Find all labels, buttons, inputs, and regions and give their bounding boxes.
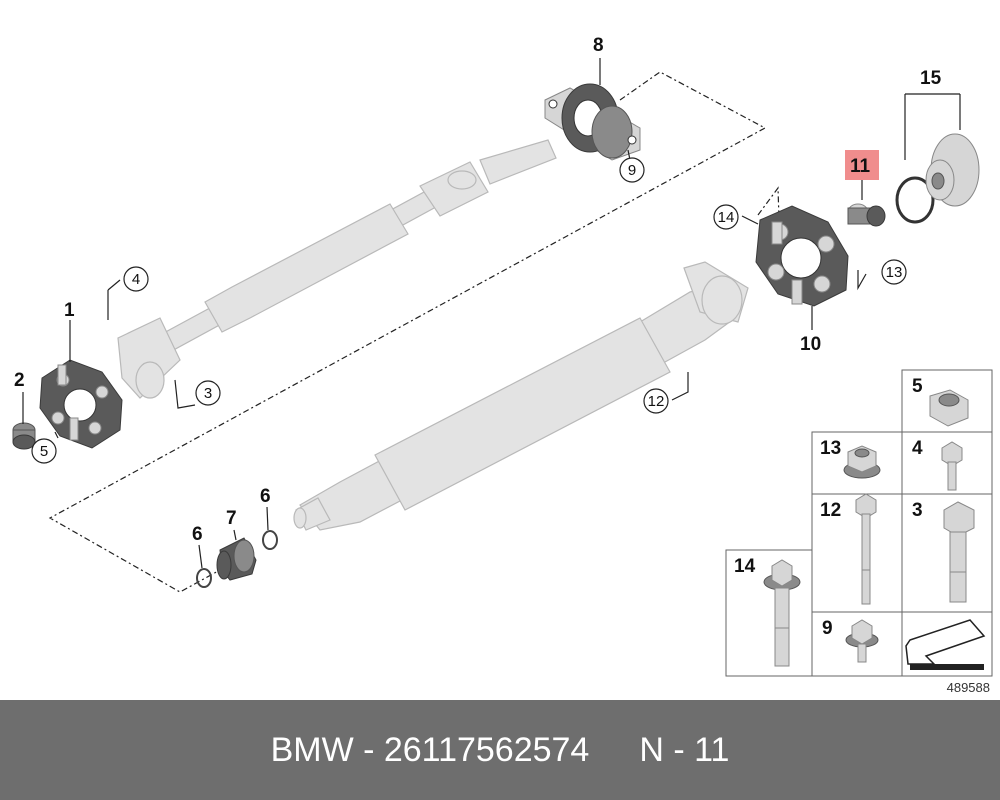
flange-nut-13-icon [843,445,881,479]
grid-label-14: 14 [734,556,756,577]
fastener-grid [725,369,993,677]
svg-text:3: 3 [204,385,212,402]
caption-bar: BMW - 26117562574 N - 11 [0,700,1000,800]
screw-9-icon [845,619,879,663]
svg-text:14: 14 [718,209,735,226]
centering-sleeve-rear [847,203,886,227]
direction-arrow-icon [905,619,986,670]
lower-drive-shaft [293,261,749,531]
flex-disc-front [39,359,123,449]
callout-7: 7 [226,508,237,529]
grid-label-5: 5 [912,376,923,397]
upper-drive-shaft [117,139,557,399]
callout-11: 11 [850,156,871,177]
guide-bush [196,530,278,588]
callout-circle-4: 4 [123,266,149,292]
callout-6a: 6 [192,524,203,545]
callout-circle-3: 3 [195,380,221,406]
flange-bolt-14-icon [763,559,801,667]
callout-6b: 6 [260,486,271,507]
grid-label-4: 4 [912,438,923,459]
drawing-number: 489588 [947,680,990,695]
grid-label-9: 9 [822,618,833,639]
diagram-reference-text: N - 11 [639,730,730,769]
callout-2: 2 [14,370,25,391]
nut-5-icon [929,389,969,427]
flex-disc-rear [755,205,849,307]
part-number-text: BMW - 26117562574 [270,730,590,769]
assembly-frame-upper [48,71,767,593]
callout-circle-14: 14 [713,204,739,230]
callout-10: 10 [800,334,821,355]
svg-text:4: 4 [132,271,140,288]
callout-circle-9: 9 [619,157,645,183]
grid-label-12: 12 [820,500,841,521]
output-flange [895,133,980,224]
callout-circle-13: 13 [881,259,907,285]
callout-circle-5: 5 [31,438,57,464]
svg-text:12: 12 [648,393,665,410]
highlight-box-11 [845,150,879,180]
callout-1: 1 [64,300,75,321]
bolt-3-icon [943,501,975,603]
centering-sleeve-front [12,422,36,450]
callout-15: 15 [920,68,942,89]
bolt-12-icon [855,493,877,605]
svg-text:13: 13 [886,264,903,281]
svg-text:9: 9 [628,162,636,179]
callout-8: 8 [593,35,604,56]
grid-label-13: 13 [820,438,841,459]
svg-text:5: 5 [40,443,48,460]
parts-diagram: 1 2 7 6 6 8 10 15 11 3 4 5 9 12 13 14 [12,35,993,695]
bolt-4-icon [941,441,963,491]
callout-circle-12: 12 [643,388,669,414]
center-bearing [544,83,641,161]
grid-label-3: 3 [912,500,923,521]
